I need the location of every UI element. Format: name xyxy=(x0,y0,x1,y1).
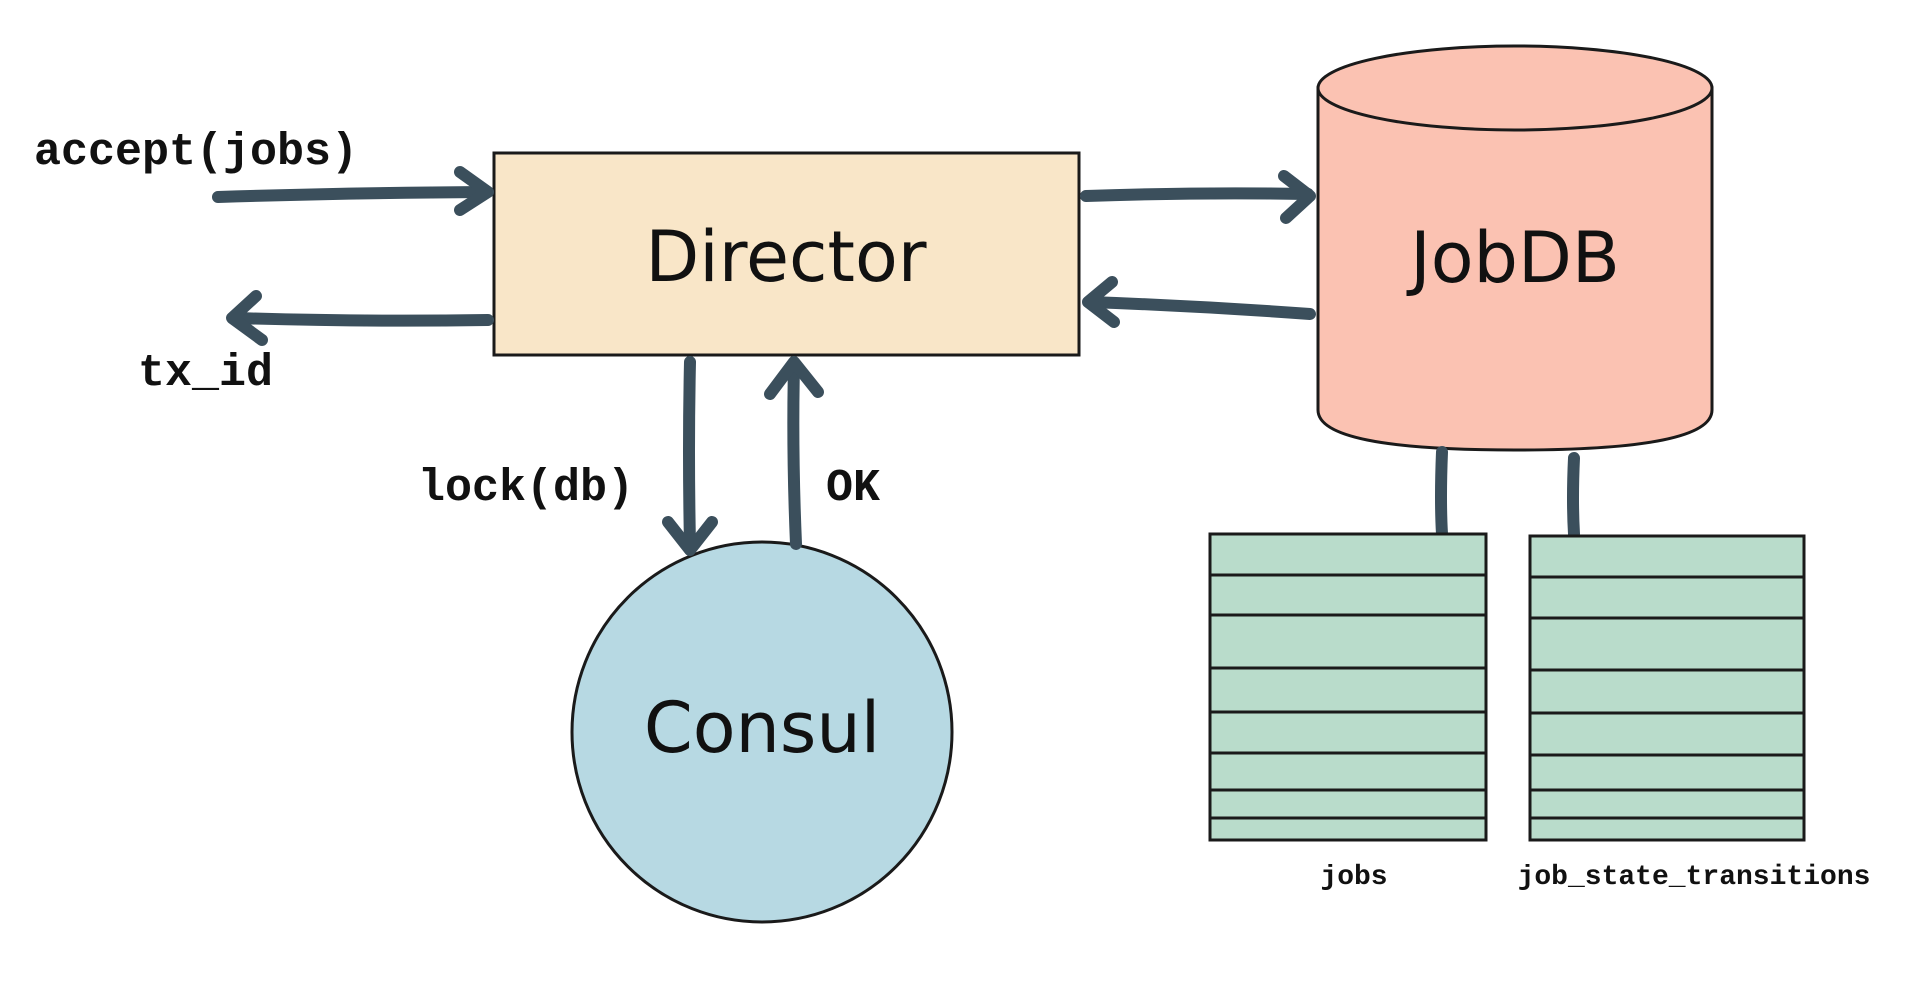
jobs-table-box xyxy=(1208,532,1488,842)
txid-arrow-head xyxy=(226,290,268,346)
lock-arrow-head xyxy=(662,516,718,556)
jobdb-to-director-arrow xyxy=(1082,276,1316,328)
accept-jobs-arrow: accept(jobs) xyxy=(34,127,494,216)
jobdb-to-transitions-connector xyxy=(1567,452,1580,540)
director-label: Director xyxy=(645,216,926,298)
lock-db-arrow: lock(db) xyxy=(418,356,718,556)
transitions-table: job_state_transitions xyxy=(1518,534,1871,893)
accept-arrow-line xyxy=(212,186,490,203)
ok-arrow-head xyxy=(764,356,824,400)
tx-id-label: tx_id xyxy=(138,348,273,399)
director-node: Director xyxy=(492,151,1081,357)
lock-db-label: lock(db) xyxy=(418,463,634,514)
jobdb-to-director-head xyxy=(1082,276,1120,328)
jobdb-to-director-line xyxy=(1084,296,1316,320)
jobs-table: jobs xyxy=(1208,532,1488,893)
consul-label: Consul xyxy=(644,687,880,769)
accept-jobs-label: accept(jobs) xyxy=(34,127,358,178)
txid-arrow-line xyxy=(230,312,494,327)
ok-arrow-line xyxy=(787,360,802,550)
director-to-jobdb-arrow xyxy=(1080,170,1316,224)
transitions-table-box xyxy=(1528,534,1806,842)
transitions-table-label: job_state_transitions xyxy=(1518,862,1871,893)
accept-arrow-head xyxy=(454,166,494,216)
tx-id-arrow: tx_id xyxy=(138,290,494,399)
jobs-table-label: jobs xyxy=(1320,862,1387,893)
jobdb-cylinder-body xyxy=(1316,86,1714,452)
jobdb-cylinder-top xyxy=(1316,44,1714,132)
ok-label: OK xyxy=(826,463,880,514)
director-box xyxy=(492,151,1081,357)
jobdb-node: JobDB xyxy=(1316,44,1714,452)
lock-arrow-line xyxy=(683,356,696,551)
jobdb-to-jobs-connector xyxy=(1435,446,1448,540)
director-to-jobdb-line xyxy=(1080,187,1314,202)
consul-node: Consul xyxy=(570,540,954,924)
director-to-jobdb-head xyxy=(1278,170,1316,224)
consul-circle xyxy=(570,540,954,924)
ok-arrow: OK xyxy=(764,356,880,550)
jobdb-label: JobDB xyxy=(1406,217,1620,299)
